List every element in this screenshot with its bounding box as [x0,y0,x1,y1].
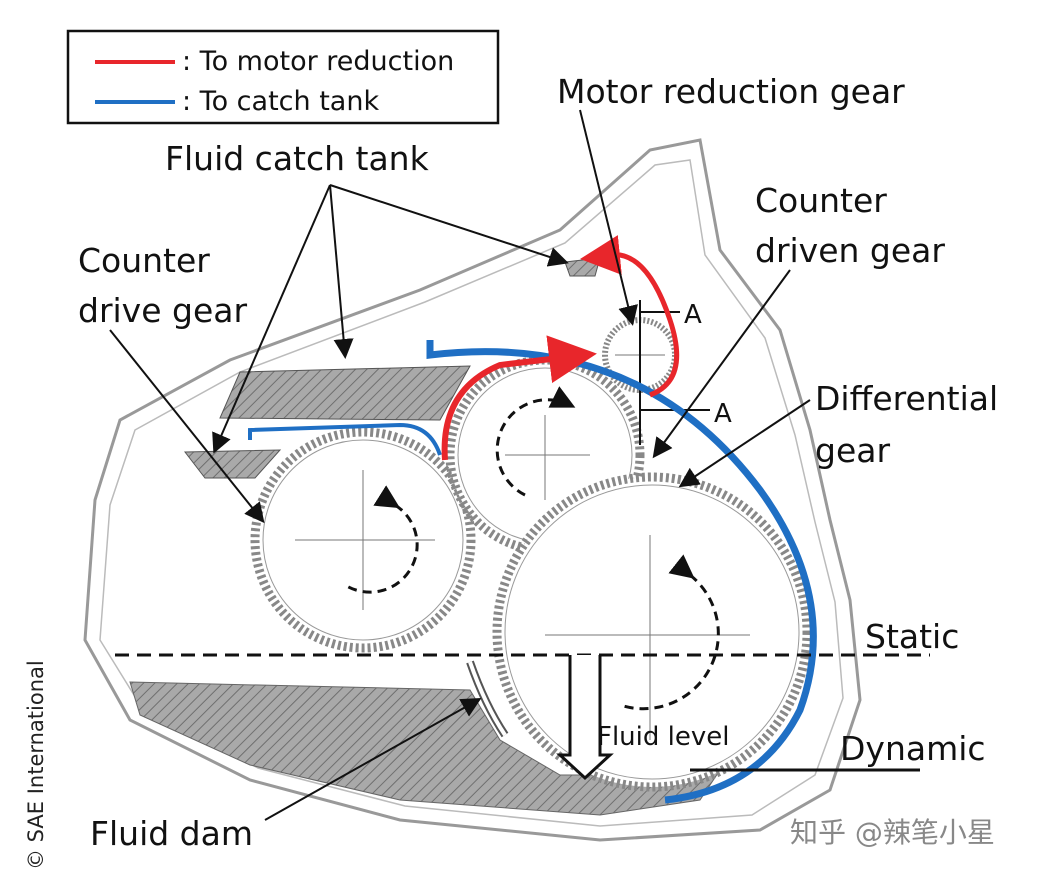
label-counter-drive-1: Counter [78,241,210,280]
blue-flow-left [248,422,442,456]
legend-blue-label: : To catch tank [182,86,379,117]
label-fluid-dam: Fluid dam [90,814,253,853]
label-section-a-top: A [684,300,702,330]
red-flow-path [441,335,597,461]
label-counter-driven-2: driven gear [755,231,945,270]
label-fluid-level: Fluid level [597,722,729,752]
legend: : To motor reduction : To catch tank [66,29,500,125]
copyright: © SAE International [24,660,48,870]
housing-outline [83,138,862,842]
label-static: Static [865,617,959,656]
watermark: 知乎 @辣笔小星 [790,816,995,849]
label-counter-drive-2: drive gear [78,291,247,330]
label-motor-reduction-gear: Motor reduction gear [557,72,905,111]
fluid-catch-tank-left [184,449,282,479]
label-fluid-catch-tank: Fluid catch tank [165,139,430,178]
label-dynamic: Dynamic [840,729,986,768]
counter-drive-gear [250,427,476,653]
fluid-catch-tank-main [219,365,471,421]
label-counter-driven-1: Counter [755,181,887,220]
legend-red-label: : To motor reduction [182,46,454,77]
fluid-level-arrow [556,655,614,781]
fluid-catch-tank-top [564,257,601,277]
label-differential-1: Differential [815,379,998,418]
label-section-a-bottom: A [714,399,732,429]
red-flow-top [580,235,680,398]
housing-inner [99,159,844,827]
oil-sump [129,681,722,816]
label-differential-2: gear [815,431,890,470]
